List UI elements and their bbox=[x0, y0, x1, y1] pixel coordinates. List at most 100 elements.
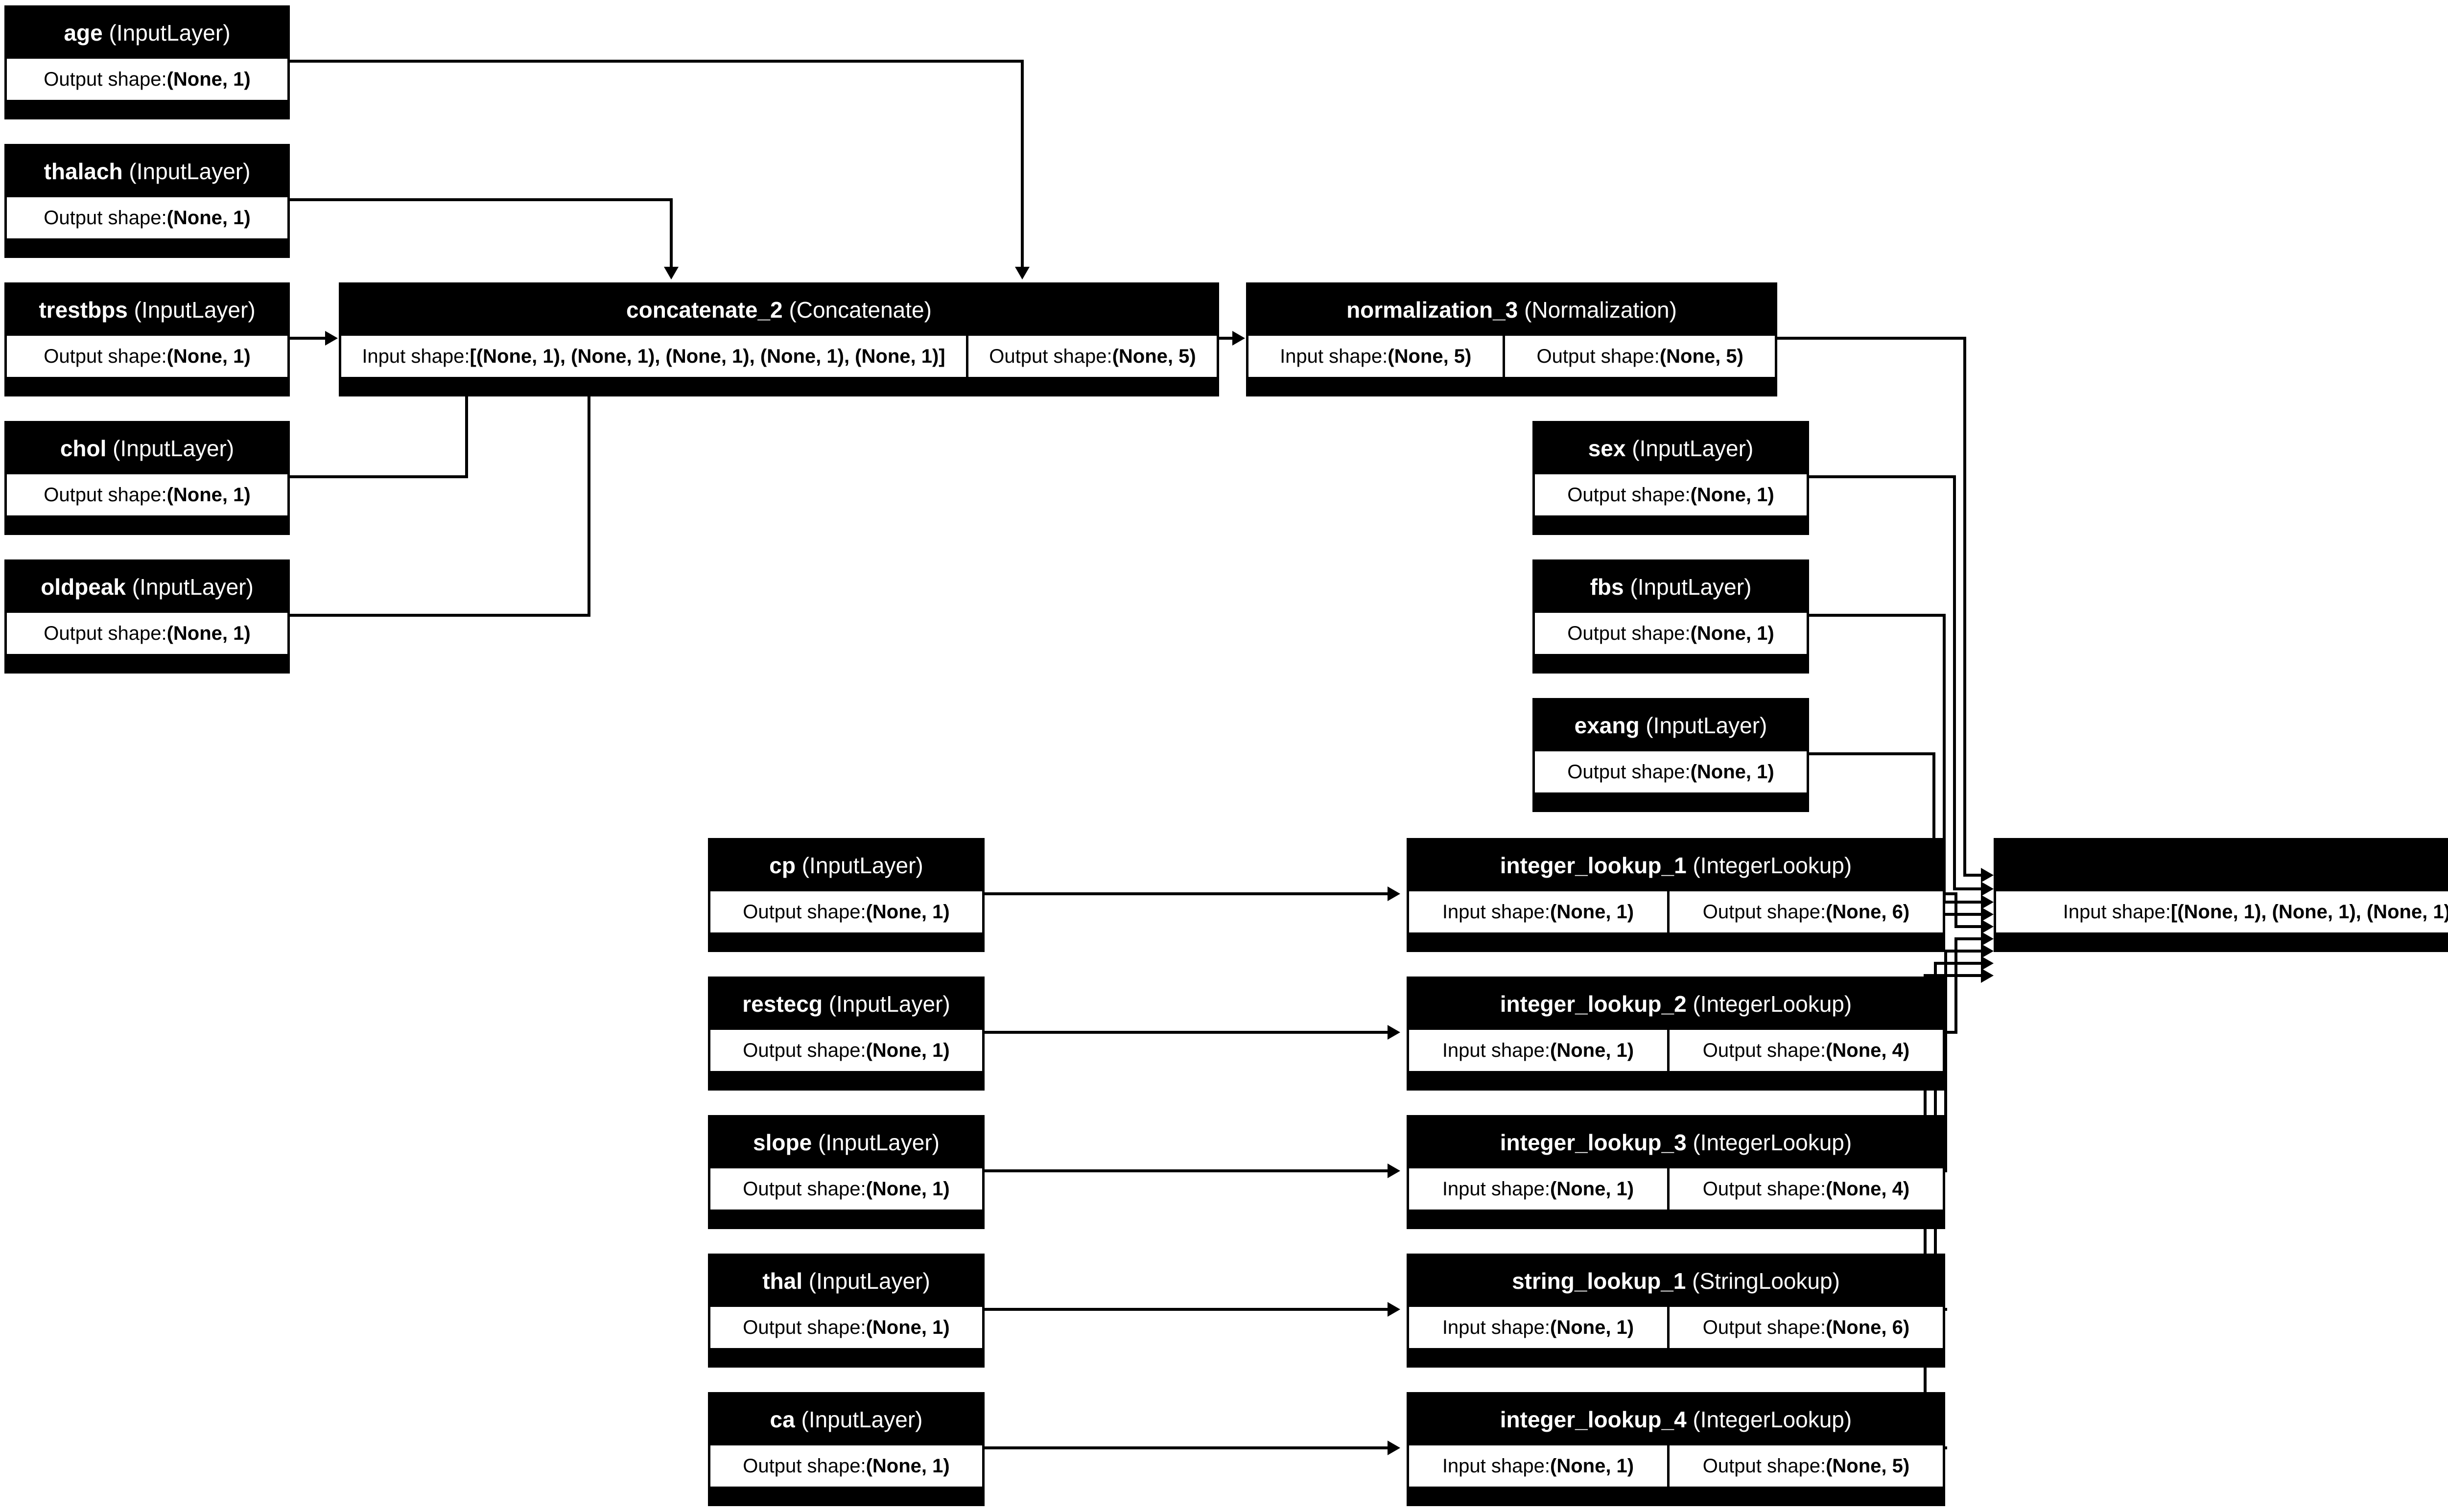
layer-node-cp[interactable]: cp (InputLayer)Output shape: (None, 1) bbox=[708, 838, 985, 952]
shape-label: Output shape: bbox=[743, 1317, 866, 1338]
shape-value: (None, 1) bbox=[866, 1317, 950, 1338]
layer-node-slope[interactable]: slope (InputLayer)Output shape: (None, 1… bbox=[708, 1115, 985, 1229]
layer-node-body-slope: Output shape: (None, 1) bbox=[710, 1168, 982, 1210]
shape-label: Output shape: bbox=[989, 346, 1112, 367]
edge-integer_lookup_1-to-concatenate_3-h2 bbox=[1954, 925, 1983, 928]
layer-name-string_lookup_1: string_lookup_1 bbox=[1512, 1268, 1686, 1294]
layer-node-exang[interactable]: exang (InputLayer)Output shape: (None, 1… bbox=[1532, 698, 1809, 812]
layer-name-integer_lookup_1: integer_lookup_1 bbox=[1500, 853, 1687, 878]
layer-node-integer_lookup_3[interactable]: integer_lookup_3 (IntegerLookup)Input sh… bbox=[1407, 1115, 1945, 1229]
edge-age-to-concatenate_2-arrow bbox=[1015, 267, 1030, 279]
edge-thal-to-string_lookup_1-h bbox=[985, 1308, 1389, 1311]
layer-shape-cell-integer_lookup_1-1: Output shape: (None, 6) bbox=[1669, 891, 1943, 932]
layer-name-oldpeak: oldpeak bbox=[41, 574, 126, 600]
layer-node-concatenate_2[interactable]: concatenate_2 (Concatenate)Input shape: … bbox=[339, 282, 1219, 396]
layer-node-integer_lookup_2[interactable]: integer_lookup_2 (IntegerLookup)Input sh… bbox=[1407, 977, 1945, 1091]
layer-shape-cell-ca-0: Output shape: (None, 1) bbox=[710, 1445, 982, 1487]
edge-fbs-to-concatenate_3-h2 bbox=[1943, 901, 1983, 904]
layer-shape-cell-integer_lookup_2-0: Input shape: (None, 1) bbox=[1409, 1030, 1667, 1071]
shape-label: Output shape: bbox=[44, 346, 167, 367]
layer-name-normalization_3: normalization_3 bbox=[1346, 297, 1518, 323]
shape-value: (None, 4) bbox=[1826, 1040, 1910, 1061]
layer-node-body-ca: Output shape: (None, 1) bbox=[710, 1445, 982, 1487]
layer-node-title-normalization_3: normalization_3 (Normalization) bbox=[1248, 285, 1775, 336]
layer-shape-cell-age-0: Output shape: (None, 1) bbox=[7, 59, 287, 100]
edge-exang-to-concatenate_3-v bbox=[1932, 752, 1935, 914]
layer-node-oldpeak[interactable]: oldpeak (InputLayer)Output shape: (None,… bbox=[4, 559, 290, 674]
layer-shape-cell-thalach-0: Output shape: (None, 1) bbox=[7, 197, 287, 238]
shape-value: (None, 5) bbox=[1112, 346, 1196, 367]
layer-shape-cell-chol-0: Output shape: (None, 1) bbox=[7, 474, 287, 515]
layer-node-body-restecg: Output shape: (None, 1) bbox=[710, 1030, 982, 1071]
layer-class-chol: (InputLayer) bbox=[113, 436, 235, 461]
layer-node-body-chol: Output shape: (None, 1) bbox=[7, 474, 287, 515]
layer-name-sex: sex bbox=[1588, 436, 1626, 461]
layer-node-body-thalach: Output shape: (None, 1) bbox=[7, 197, 287, 238]
edge-normalization_3-to-concatenate_3-v bbox=[1963, 337, 1966, 875]
edge-integer_lookup_2-to-concatenate_3-h2 bbox=[1954, 937, 1983, 940]
layer-node-title-exang: exang (InputLayer) bbox=[1535, 700, 1807, 751]
edge-normalization_3-to-concatenate_3-arrow bbox=[1981, 868, 1994, 883]
layer-node-body-concatenate_3: Input shape: [(None, 1), (None, 1), (Non… bbox=[1996, 891, 2448, 932]
layer-node-restecg[interactable]: restecg (InputLayer)Output shape: (None,… bbox=[708, 977, 985, 1091]
layer-node-title-thal: thal (InputLayer) bbox=[710, 1256, 982, 1307]
layer-class-ca: (InputLayer) bbox=[801, 1407, 923, 1432]
edge-thalach-to-concatenate_2-h bbox=[290, 198, 673, 201]
shape-value: (None, 1) bbox=[866, 1040, 950, 1061]
layer-node-trestbps[interactable]: trestbps (InputLayer)Output shape: (None… bbox=[4, 282, 290, 396]
layer-node-fbs[interactable]: fbs (InputLayer)Output shape: (None, 1) bbox=[1532, 559, 1809, 674]
edge-normalization_3-to-concatenate_3-h1 bbox=[1777, 337, 1966, 340]
layer-name-ca: ca bbox=[770, 1407, 795, 1432]
edge-sex-to-concatenate_3-h2 bbox=[1953, 887, 1983, 890]
layer-node-age[interactable]: age (InputLayer)Output shape: (None, 1) bbox=[4, 5, 290, 119]
layer-node-concatenate_3[interactable]: concatenate_3 (Concatenate)Input shape: … bbox=[1994, 838, 2448, 952]
layer-node-body-concatenate_2: Input shape: [(None, 1), (None, 1), (Non… bbox=[341, 336, 1217, 377]
layer-name-integer_lookup_2: integer_lookup_2 bbox=[1500, 991, 1687, 1017]
edge-sex-to-concatenate_3-h1 bbox=[1809, 475, 1956, 478]
layer-class-integer_lookup_1: (IntegerLookup) bbox=[1693, 853, 1852, 878]
shape-value: (None, 1) bbox=[166, 69, 251, 90]
shape-label: Input shape: bbox=[362, 346, 470, 367]
layer-node-title-cp: cp (InputLayer) bbox=[710, 840, 982, 891]
layer-name-trestbps: trestbps bbox=[39, 297, 128, 323]
layer-node-body-integer_lookup_2: Input shape: (None, 1)Output shape: (Non… bbox=[1409, 1030, 1943, 1071]
edge-trestbps-to-concatenate_2-arrow bbox=[325, 331, 338, 346]
layer-node-body-fbs: Output shape: (None, 1) bbox=[1535, 613, 1807, 654]
layer-node-chol[interactable]: chol (InputLayer)Output shape: (None, 1) bbox=[4, 421, 290, 535]
layer-node-sex[interactable]: sex (InputLayer)Output shape: (None, 1) bbox=[1532, 421, 1809, 535]
layer-node-thal[interactable]: thal (InputLayer)Output shape: (None, 1) bbox=[708, 1254, 985, 1368]
layer-node-thalach[interactable]: thalach (InputLayer)Output shape: (None,… bbox=[4, 144, 290, 258]
shape-value: (None, 1) bbox=[166, 484, 251, 506]
layer-class-sex: (InputLayer) bbox=[1632, 436, 1754, 461]
edge-integer_lookup_1-to-concatenate_3-v bbox=[1954, 892, 1957, 927]
shape-label: Output shape: bbox=[44, 207, 167, 229]
layer-shape-cell-slope-0: Output shape: (None, 1) bbox=[710, 1168, 982, 1210]
edge-ca-to-integer_lookup_4-h bbox=[985, 1446, 1389, 1449]
layer-shape-cell-normalization_3-0: Input shape: (None, 5) bbox=[1248, 336, 1503, 377]
layer-node-integer_lookup_4[interactable]: integer_lookup_4 (IntegerLookup)Input sh… bbox=[1407, 1392, 1945, 1506]
layer-node-string_lookup_1[interactable]: string_lookup_1 (StringLookup)Input shap… bbox=[1407, 1254, 1945, 1368]
layer-name-cp: cp bbox=[769, 853, 796, 878]
layer-class-oldpeak: (InputLayer) bbox=[132, 574, 254, 600]
layer-node-title-integer_lookup_1: integer_lookup_1 (IntegerLookup) bbox=[1409, 840, 1943, 891]
shape-label: Output shape: bbox=[1702, 1178, 1826, 1200]
layer-name-chol: chol bbox=[60, 436, 107, 461]
edge-oldpeak-to-concatenate_2-v bbox=[588, 337, 590, 615]
layer-shape-cell-thal-0: Output shape: (None, 1) bbox=[710, 1307, 982, 1348]
layer-name-restecg: restecg bbox=[742, 991, 823, 1017]
layer-class-concatenate_2: (Concatenate) bbox=[789, 297, 932, 323]
layer-name-fbs: fbs bbox=[1590, 574, 1624, 600]
layer-node-title-fbs: fbs (InputLayer) bbox=[1535, 562, 1807, 613]
layer-class-thal: (InputLayer) bbox=[808, 1268, 930, 1294]
layer-node-integer_lookup_1[interactable]: integer_lookup_1 (IntegerLookup)Input sh… bbox=[1407, 838, 1945, 952]
layer-node-normalization_3[interactable]: normalization_3 (Normalization)Input sha… bbox=[1246, 282, 1777, 396]
edge-string_lookup_1-to-concatenate_3-h2 bbox=[1934, 962, 1983, 965]
shape-label: Output shape: bbox=[44, 69, 167, 90]
layer-node-ca[interactable]: ca (InputLayer) Output shape: (None, 1) bbox=[708, 1392, 985, 1506]
layer-node-title-chol: chol (InputLayer) bbox=[7, 423, 287, 474]
layer-shape-cell-exang-0: Output shape: (None, 1) bbox=[1535, 751, 1807, 792]
layer-class-string_lookup_1: (StringLookup) bbox=[1692, 1268, 1840, 1294]
shape-value: (None, 1) bbox=[166, 346, 251, 367]
shape-label: Output shape: bbox=[44, 484, 167, 506]
